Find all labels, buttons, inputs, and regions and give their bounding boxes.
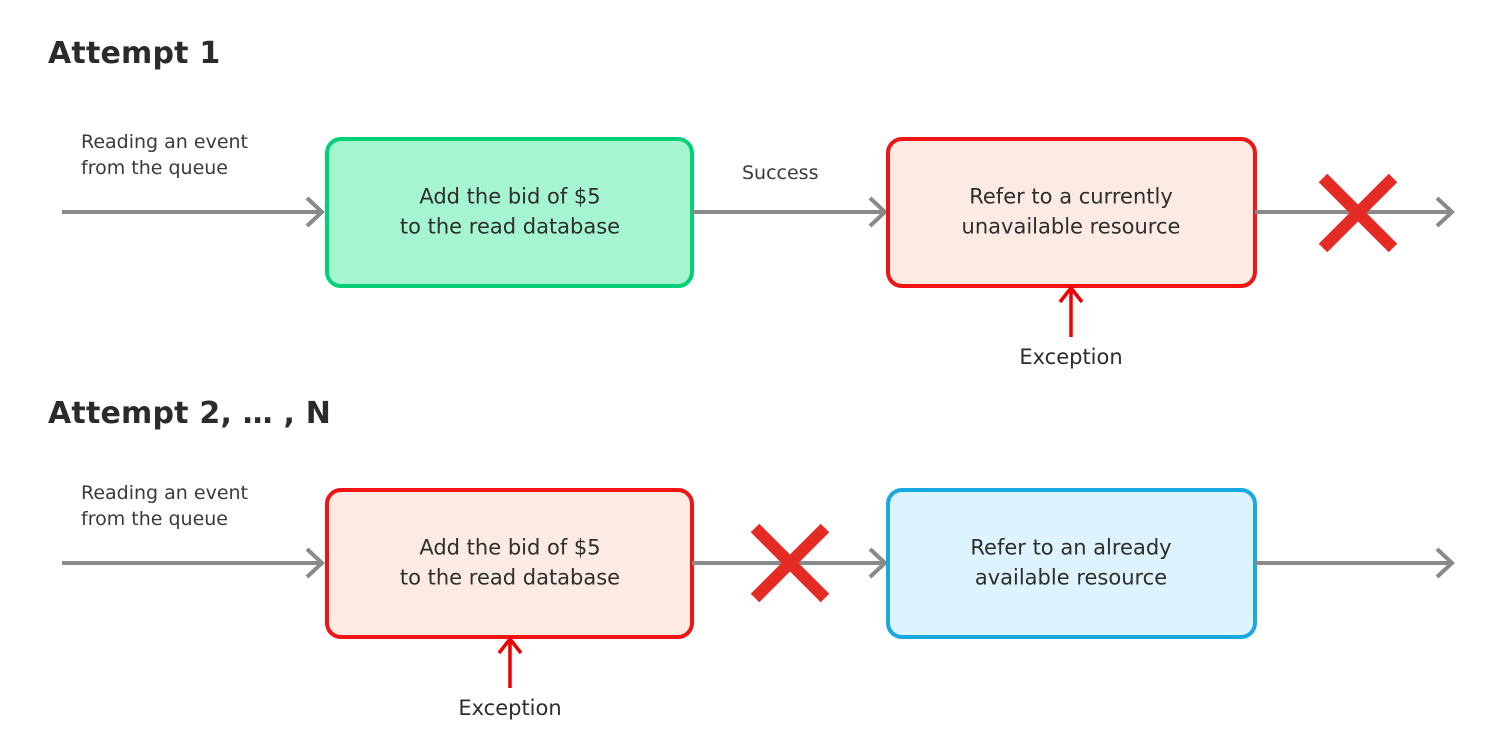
box-label-refer-available-blue: Refer to an already available resource (970, 533, 1171, 594)
box-label-line-1: Refer to a currently (969, 184, 1173, 209)
box-label-line-2: to the read database (399, 215, 621, 239)
arrow-entry-attempt2 (62, 547, 325, 579)
edge-label-success: Success (742, 162, 819, 184)
box-label-add-bid-red: Add the bid of $5 to the read database (400, 533, 620, 594)
arrow-success-attempt1 (692, 196, 888, 228)
edge-label-line-1: Reading an event (81, 482, 249, 504)
arrow-entry-attempt1 (62, 196, 325, 228)
box-label-line-1: Add the bid of $5 (419, 535, 601, 560)
edge-label-line-2: from the queue (81, 507, 228, 530)
box-label-line-2: to the read database (399, 566, 621, 590)
box-label-line-2: available resource (974, 566, 1168, 590)
edge-label-line-1: Reading an event (81, 131, 249, 153)
section-title-attempt-1: Attempt 1 (48, 36, 221, 71)
box-label-line-1: Refer to an already (970, 535, 1172, 560)
edge-label-entry-attempt2: Reading an event from the queue (81, 481, 248, 532)
cross-mark-icon-attempt2 (750, 523, 830, 603)
box-label-refer-unavailable-red: Refer to a currently unavailable resourc… (962, 182, 1181, 243)
box-label-line-1: Add the bid of $5 (419, 184, 601, 209)
section-title-attempt-2-n: Attempt 2, … , N (48, 396, 332, 431)
exception-label-attempt1: Exception (1019, 345, 1123, 369)
arrow-exception-attempt2 (497, 636, 523, 688)
box-label-line-2: unavailable resource (961, 215, 1181, 239)
edge-label-line-2: from the queue (81, 156, 228, 179)
exception-label-attempt2: Exception (458, 696, 562, 720)
box-label-add-bid-green: Add the bid of $5 to the read database (400, 182, 620, 243)
edge-label-entry-attempt1: Reading an event from the queue (81, 130, 248, 181)
arrow-exception-attempt1 (1058, 285, 1084, 337)
arrow-exit-attempt2 (1255, 547, 1455, 579)
cross-mark-icon-attempt1 (1318, 173, 1398, 253)
